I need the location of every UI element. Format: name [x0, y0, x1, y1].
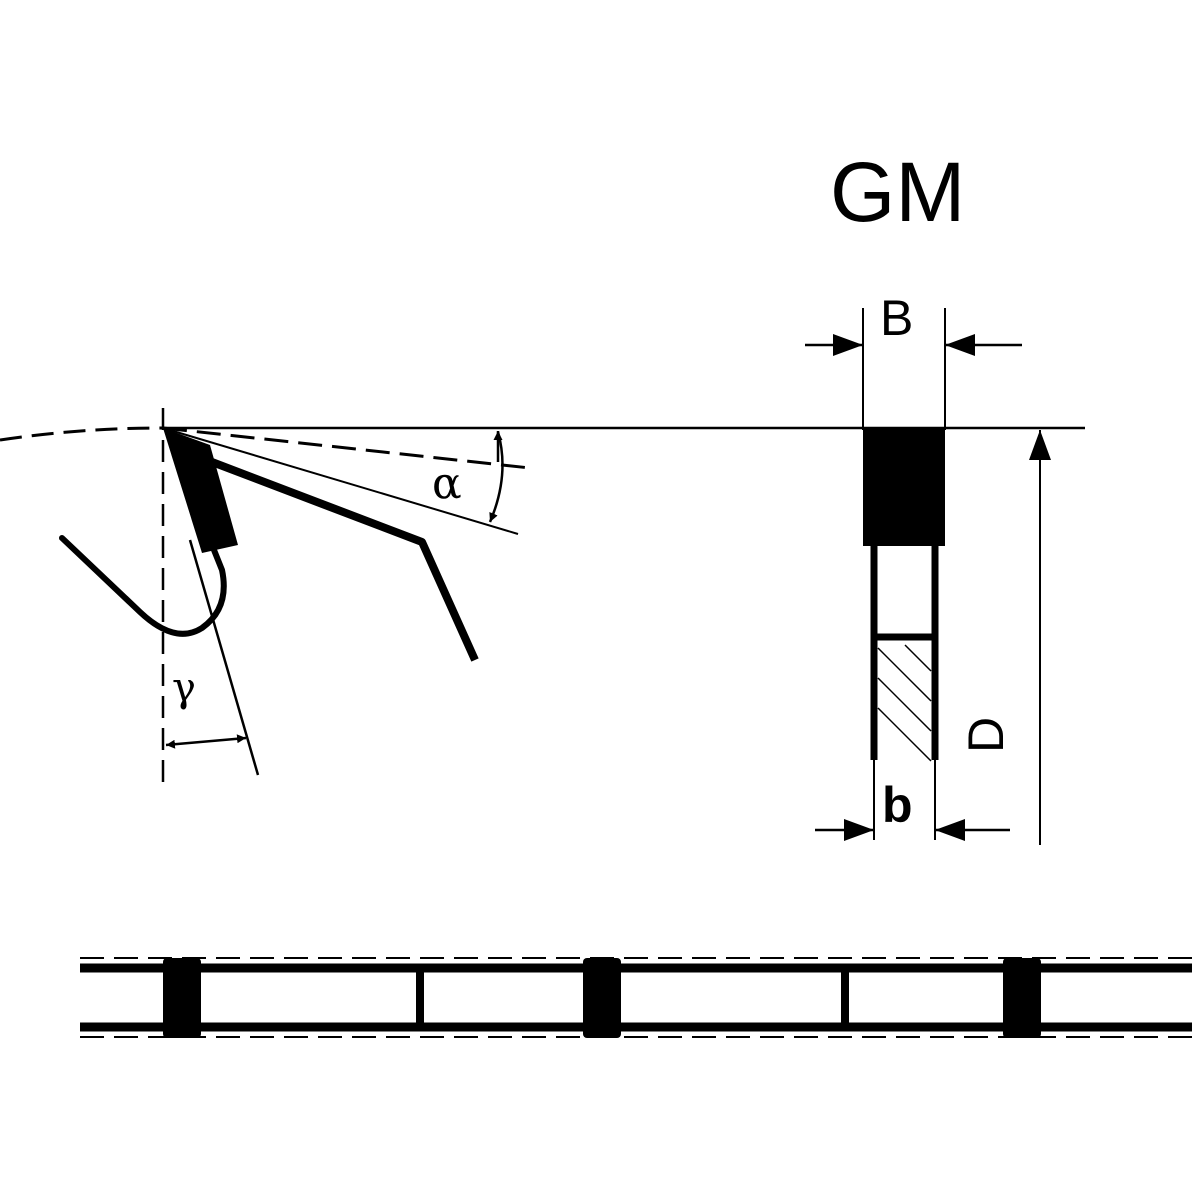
hook-angle-label: γ	[172, 665, 196, 711]
gamma-arrow	[165, 734, 247, 749]
strip-tooth-3	[1003, 958, 1041, 1038]
diagram-title: GM	[830, 145, 966, 239]
tooth-profile	[0, 408, 1085, 790]
section-view	[805, 308, 1051, 845]
tooth-tangent-dashed	[162, 426, 531, 470]
clearance-angle-label: α	[432, 458, 462, 509]
clearance-line	[162, 427, 519, 535]
tip-section	[863, 428, 945, 546]
top-view-strip	[80, 957, 1192, 1038]
body-thickness-label: b	[882, 777, 913, 833]
kerf-width-label: B	[880, 290, 914, 346]
hook-face-line	[188, 539, 260, 776]
strip-tooth-2	[583, 958, 621, 1038]
alpha-arc	[488, 431, 504, 523]
body-hatching	[877, 644, 932, 762]
strip-tooth-1	[163, 958, 201, 1038]
carbide-tip	[163, 428, 238, 553]
diameter-label: D	[958, 716, 1015, 754]
gullet-curve	[59, 535, 227, 637]
tooth-back	[210, 458, 479, 662]
cutting-circle-arc	[0, 426, 164, 442]
